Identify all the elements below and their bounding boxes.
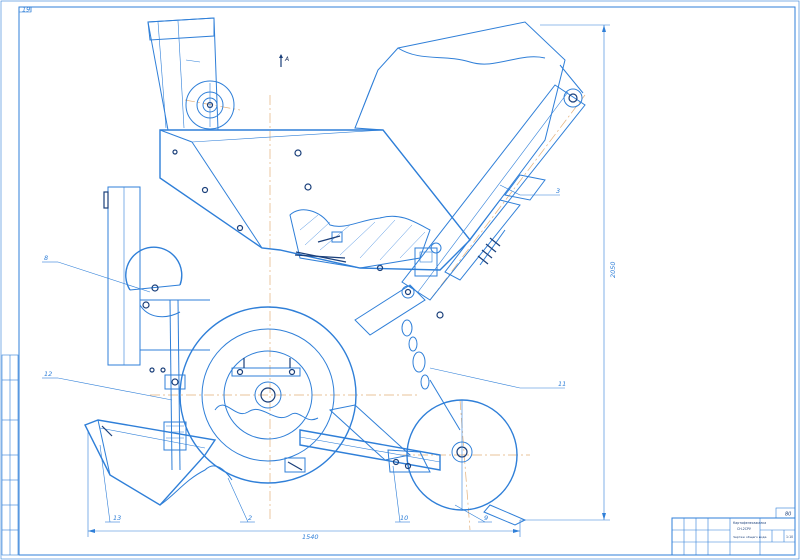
designation-sub: СН-2СРУ (737, 527, 751, 531)
marker-arm (401, 64, 586, 301)
designation: Картофелесажалка (733, 521, 766, 525)
title-block-frame (671, 507, 796, 556)
view-marker (279, 54, 283, 67)
view-label: A (284, 56, 289, 63)
callout-2: 3 (556, 187, 560, 195)
left-panel (103, 186, 210, 366)
callout-1: 8 (44, 254, 48, 262)
frame-beam (299, 284, 441, 471)
feed-chute (147, 17, 219, 131)
dimension-height-value: 2050 (609, 261, 617, 278)
callout-4: 12 (44, 370, 52, 378)
mount-hardware (284, 231, 343, 473)
cam-plate (387, 449, 431, 473)
callout-7: 10 (400, 514, 408, 522)
callout-leaders (42, 184, 565, 523)
hinge-brackets (401, 242, 444, 319)
callout-5: 13 (113, 514, 121, 522)
left-margin-strip (1, 354, 19, 556)
covering-disc (406, 399, 527, 526)
format-label: 80 (785, 512, 791, 518)
callout-6: 2 (248, 514, 252, 522)
callout-3: 11 (558, 380, 566, 388)
furrow-wheel (125, 246, 183, 318)
chain (401, 319, 461, 431)
callout-8: 9 (484, 514, 488, 522)
dimension-width (87, 430, 521, 537)
scale: 1:10 (786, 535, 793, 539)
drive-wheel (179, 306, 357, 484)
upper-roller (185, 80, 235, 130)
dimension-height (520, 24, 610, 521)
furrow-opener (84, 419, 233, 506)
corner-stamp: 19 (22, 6, 30, 14)
dimension-width-value: 1540 (302, 533, 319, 541)
doc-name: Чертеж общего вида (733, 535, 767, 539)
broken-section (289, 209, 431, 269)
